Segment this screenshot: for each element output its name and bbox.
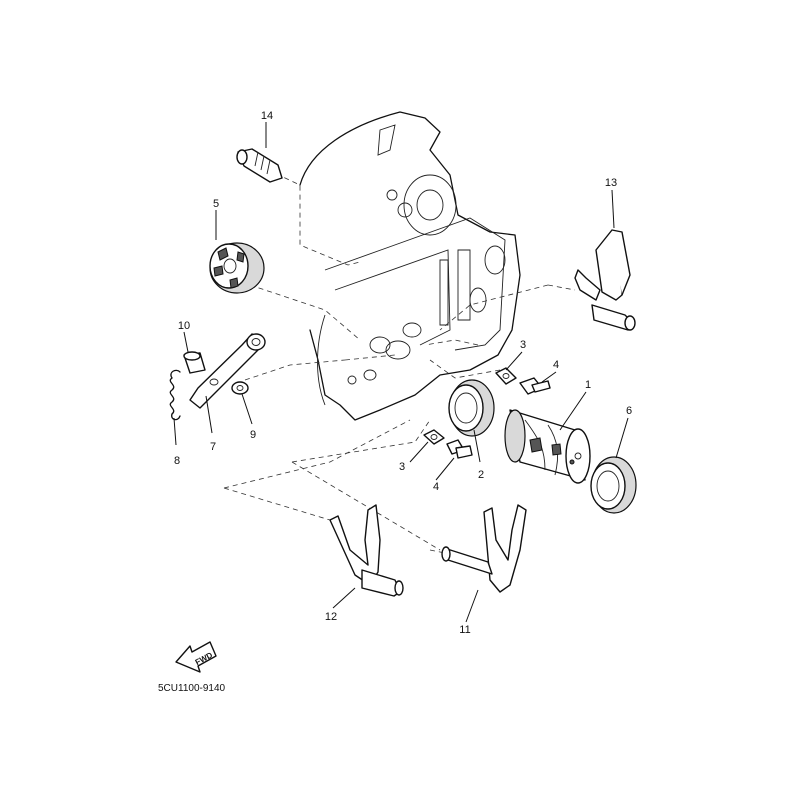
callout-7: 7 [210,441,216,453]
part-4-upper-bolt [519,377,551,395]
callout-4-upper: 4 [553,359,559,371]
callout-9: 9 [250,429,256,441]
callout-10: 10 [178,320,190,332]
callout-12: 12 [325,611,337,623]
diagram-code: 5CU1100-9140 [158,683,226,694]
callout-13: 13 [605,177,617,189]
callout-4-lower: 4 [433,481,439,493]
part-7-lever [189,333,266,409]
callout-3-lower: 3 [399,461,405,473]
callouts: 14 5 10 8 7 9 13 3 4 1 6 2 3 4 12 11 [174,110,632,636]
leader-lines [173,122,629,623]
part-8-spring [169,369,181,421]
part-6-oil-seal [590,456,637,514]
callout-14: 14 [261,110,273,122]
callout-8: 8 [174,455,180,467]
callout-1: 1 [585,379,591,391]
part-14-bolt [236,148,283,183]
part-3-lower-plate [423,429,445,445]
callout-2: 2 [478,469,484,481]
callout-6: 6 [626,405,632,417]
part-12-shift-fork [329,504,404,597]
callout-3-upper: 3 [520,339,526,351]
part-10-bolt [183,351,206,374]
part-1-shift-drum [504,409,591,484]
crankcase-outline [299,111,521,421]
assembly-lines [223,169,576,557]
part-9-washer [231,381,249,395]
part-3-upper-plate [495,367,517,385]
part-5-segment [209,242,265,294]
part-2-bearing [448,379,495,437]
part-13-shift-fork [574,229,636,331]
callout-11: 11 [459,624,470,636]
callout-5: 5 [213,198,219,210]
part-11-shift-fork [441,504,527,593]
fwd-arrow-icon: FWD [175,641,217,673]
part-4-lower-bolt [446,439,473,459]
